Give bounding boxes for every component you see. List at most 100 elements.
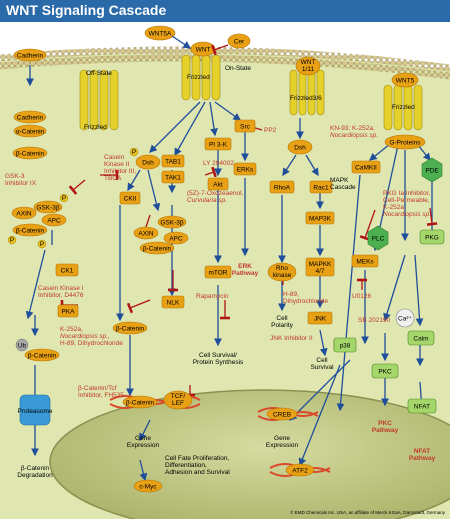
svg-text:Ub: Ub <box>18 343 27 350</box>
cadherin2-node: Cadherin <box>13 110 47 124</box>
page-title: WNT Signaling Cascade <box>6 2 167 18</box>
svg-text:PKC: PKC <box>378 420 392 427</box>
svg-text:p38: p38 <box>340 343 351 350</box>
ub-node: Ub <box>15 338 29 352</box>
svg-text:α-Catenin: α-Catenin <box>16 129 45 136</box>
mtor-node: mTOR <box>204 265 232 279</box>
rho-kinase-node: Rho kinase <box>267 262 297 282</box>
svg-text:Cell Survival/: Cell Survival/ <box>199 352 237 359</box>
erks-node: ERKs <box>233 162 257 176</box>
pkg-inh-label: PKG Ia Inhibitor, Cell-Permeable, K-252a… <box>383 190 431 218</box>
svg-text:Akt: Akt <box>213 182 223 189</box>
gsk3b1-node: GSK-3β <box>33 200 63 214</box>
svg-text:Expression: Expression <box>266 442 299 449</box>
cell-fate-label: Cell Fate Proliferation, Differentiation… <box>165 455 230 476</box>
frizzled-off-label: Frizzled <box>84 124 107 131</box>
svg-text:ERKs: ERKs <box>237 167 254 174</box>
svg-text:β-Catenin: β-Catenin <box>16 151 45 158</box>
svg-text:TAB1: TAB1 <box>165 159 181 166</box>
svg-text:Nocardiopsis sp.: Nocardiopsis sp. <box>383 211 431 218</box>
svg-text:WNT5A: WNT5A <box>149 31 172 38</box>
membrane-inner <box>0 54 450 80</box>
apc1-node: APC <box>41 213 67 227</box>
apc2-node: APC <box>163 231 189 245</box>
a-catenin-node: α-Catenin <box>13 124 47 138</box>
svg-text:AXIN: AXIN <box>138 231 153 238</box>
jnk-node: JNK <box>307 311 333 325</box>
pkc-pathway-label: PKC Pathway <box>372 420 399 434</box>
svg-text:Pathway: Pathway <box>232 270 259 277</box>
svg-text:Rho: Rho <box>276 265 288 272</box>
svg-text:kinase: kinase <box>273 272 292 279</box>
svg-text:β-Catenin: β-Catenin <box>116 326 145 333</box>
b-catenin3-node: β-Catenin <box>139 241 175 255</box>
proteasome-node: Proteasome <box>17 394 53 426</box>
svg-text:Polarity: Polarity <box>271 322 293 329</box>
svg-text:Dsh: Dsh <box>294 145 306 152</box>
svg-text:Differentiation,: Differentiation, <box>165 462 207 469</box>
k252a-1-label: K-252a, <box>60 326 83 333</box>
svg-text:Pathway: Pathway <box>372 427 399 434</box>
tab1-node: TAB1 <box>161 154 185 168</box>
camkii-node: CaMKII <box>351 160 381 174</box>
svg-text:β-Catenin: β-Catenin <box>21 465 50 472</box>
casein-k2-label: Casein <box>104 154 125 161</box>
tak1-node: TAK1 <box>161 170 185 184</box>
svg-text:Src: Src <box>240 124 251 131</box>
ca-node: Ca²⁺ <box>395 308 415 328</box>
axin2-node: AXIN <box>133 226 159 240</box>
svg-text:APC: APC <box>169 236 183 243</box>
wnt1-11-node: WNT 1/11 <box>295 56 321 76</box>
pde-node: PDE <box>421 157 443 183</box>
ckii-node: CKII <box>119 191 141 205</box>
svg-text:MAPKK: MAPKK <box>309 261 332 268</box>
wnt5-node: WNT5 <box>391 72 419 88</box>
svg-text:Pathway: Pathway <box>409 455 436 462</box>
svg-text:Inhibitor, D4476: Inhibitor, D4476 <box>38 292 84 299</box>
svg-text:TAK1: TAK1 <box>165 175 181 182</box>
svg-text:ATF2: ATF2 <box>292 468 308 475</box>
svg-text:Nocardiopsis sp.,: Nocardiopsis sp., <box>60 333 110 340</box>
pka-node: PKA <box>57 304 79 318</box>
svg-text:H-89, Dihydrochloride: H-89, Dihydrochloride <box>60 340 123 347</box>
svg-text:Gene: Gene <box>274 435 290 442</box>
p38-node: p38 <box>333 337 357 353</box>
svg-text:Cascade: Cascade <box>330 184 356 191</box>
gsk3-inhibitor-label: GSK-3 <box>5 173 25 180</box>
svg-text:P: P <box>40 241 44 248</box>
polarity-label: Cell Polarity <box>271 315 293 329</box>
akt-node: Akt <box>207 177 229 191</box>
sb202190-label: SB 202190 <box>358 317 391 324</box>
svg-text:Survival: Survival <box>310 364 334 371</box>
svg-text:Adhesion and Survival: Adhesion and Survival <box>165 469 230 476</box>
b-catenin-nuc-node: β-Catenin <box>122 395 158 409</box>
svg-text:Rac1: Rac1 <box>313 185 329 192</box>
svg-text:AXIN: AXIN <box>16 211 31 218</box>
frizzled-off-receptor <box>79 69 119 131</box>
nfat-pathway-label: NFAT Pathway <box>409 448 436 462</box>
svg-text:MEKs: MEKs <box>356 259 374 266</box>
survival2-label: Cell Survival <box>310 357 334 371</box>
svg-text:Cell: Cell <box>316 357 328 364</box>
gene-expr1-label: Gene Expression <box>127 435 160 449</box>
svg-text:PKG: PKG <box>425 235 439 242</box>
svg-text:Inhibitor, FH535: Inhibitor, FH535 <box>78 392 124 399</box>
h89-label: H-89, Dihydrochloride <box>283 291 329 305</box>
meks-node: MEKs <box>351 254 379 268</box>
ly294002-label: LY 294002 <box>203 160 234 167</box>
svg-text:NFAT: NFAT <box>414 404 430 411</box>
pi3k-node: PI 3-K <box>204 137 232 151</box>
svg-text:c-Myc: c-Myc <box>139 484 157 491</box>
svg-text:CREB: CREB <box>273 412 291 419</box>
p-dsh-node: P <box>129 147 139 157</box>
svg-text:Gene: Gene <box>135 435 151 442</box>
p3-node: P <box>37 239 47 249</box>
gsk3b2-node: GSK-3β <box>157 215 187 229</box>
kn93-label: KN-93; K-252a, Nocardiopsis sp. <box>330 125 378 139</box>
svg-text:ERK: ERK <box>238 263 252 270</box>
frizzled36-label: Frizzled3/6 <box>290 95 322 102</box>
survival1-label: Cell Survival/ Protein Synthesis <box>193 352 244 366</box>
svg-text:β-Catenin: β-Catenin <box>143 246 172 253</box>
